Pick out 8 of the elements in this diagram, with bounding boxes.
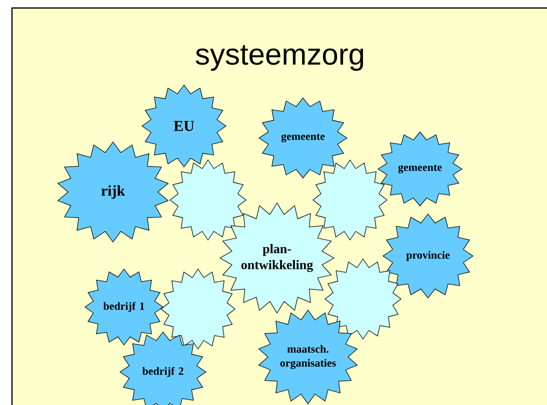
starburst: EU <box>141 84 227 168</box>
starburst: bedrijf 2 <box>119 332 207 405</box>
starburst: bedrijf 1 <box>84 268 164 346</box>
starburst: gemeente <box>377 132 463 206</box>
title: systeemzorg <box>196 45 364 71</box>
starburst: gemeente <box>258 98 348 178</box>
starburst: provincie <box>382 214 474 298</box>
starburst: rijk <box>57 142 169 242</box>
